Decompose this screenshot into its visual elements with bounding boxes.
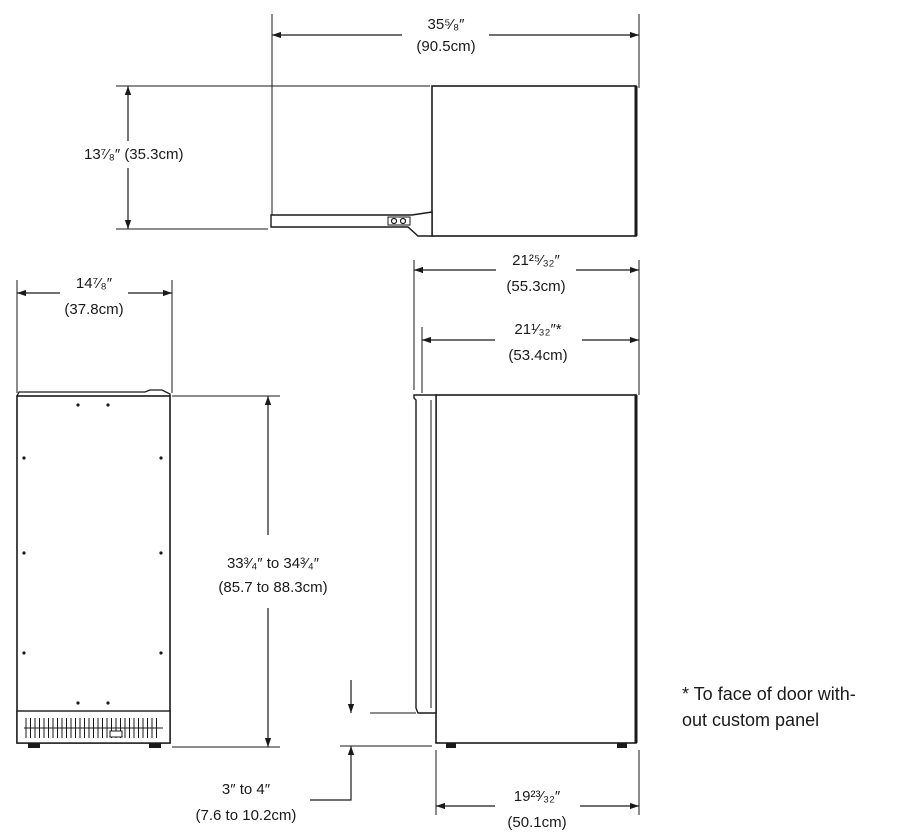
front-width-dimension: 14⁷⁄₈″ (37.8cm) xyxy=(17,275,172,318)
top-depth-imperial: 35⁵⁄₈″ xyxy=(428,16,466,33)
front-height-dimension: 33³⁄₄″ to 34³⁄₄″ (85.7 to 88.3cm) xyxy=(218,396,328,747)
vent-grille xyxy=(24,718,163,738)
footnote-line-1: * To face of door with- xyxy=(682,684,856,704)
toe-kick-metric: (7.6 to 10.2cm) xyxy=(196,807,297,824)
front-view xyxy=(16,280,280,748)
top-height-dimension: 13⁷⁄₈″ (35.3cm) xyxy=(84,86,184,229)
grille-badge xyxy=(109,730,123,738)
side-depth-total-dimension: 21²⁵⁄₃₂″ (55.3cm) xyxy=(414,252,639,295)
side-depth-base-metric: (50.1cm) xyxy=(507,814,566,831)
side-depth-base-dimension: 19²³⁄₃₂″ (50.1cm) xyxy=(436,788,639,831)
footnote-line-2: out custom panel xyxy=(682,710,820,730)
front-width-imperial: 14⁷⁄₈″ xyxy=(76,275,113,292)
top-view xyxy=(116,14,640,237)
side-depth-total-imperial: 21²⁵⁄₃₂″ xyxy=(512,252,560,269)
toe-kick-imperial: 3″ to 4″ xyxy=(222,781,271,798)
side-view xyxy=(340,260,640,815)
side-depth-door-imperial: 21¹⁄₃₂″* xyxy=(514,321,561,338)
side-depth-total-metric: (55.3cm) xyxy=(506,278,565,295)
top-height-label: 13⁷⁄₈″ (35.3cm) xyxy=(84,146,184,163)
side-depth-base-imperial: 19²³⁄₃₂″ xyxy=(514,788,561,805)
side-depth-door-metric: (53.4cm) xyxy=(508,347,567,364)
toe-kick-dimension: 3″ to 4″ (7.6 to 10.2cm) xyxy=(196,680,355,824)
front-height-imperial: 33³⁄₄″ to 34³⁄₄″ xyxy=(227,555,320,572)
footnote: * To face of door with- out custom panel xyxy=(682,681,910,733)
top-depth-dimension: 35⁵⁄₈″ (90.5cm) xyxy=(272,16,639,55)
front-height-metric: (85.7 to 88.3cm) xyxy=(218,579,327,596)
top-depth-metric: (90.5cm) xyxy=(416,38,475,55)
side-depth-door-dimension: 21¹⁄₃₂″* (53.4cm) xyxy=(422,321,639,364)
front-width-metric: (37.8cm) xyxy=(64,301,123,318)
